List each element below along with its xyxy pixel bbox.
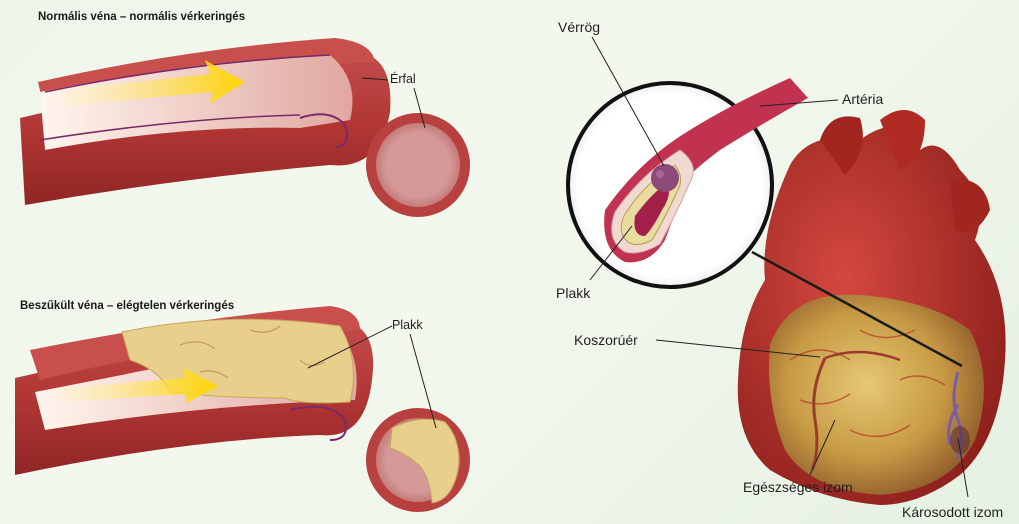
heart-muscle [769, 295, 984, 495]
narrowed-vein [15, 306, 470, 512]
artery-label: Artéria [842, 92, 883, 106]
wall-label: Érfal [390, 73, 416, 86]
clot-label: Vérrög [558, 20, 600, 34]
healthy-muscle-label: Egészséges izom [743, 480, 853, 494]
normal-vein-title: Normális véna – normális vérkeringés [38, 12, 245, 24]
narrowed-vein-title: Beszűkült véna – elégtelen vérkeringés [20, 301, 234, 313]
left-plaque-label: Plakk [392, 319, 423, 332]
normal-vein [20, 38, 470, 217]
damaged-muscle-label: Károsodott izom [902, 505, 1003, 519]
right-plaque-label: Plakk [556, 286, 590, 300]
heart [738, 110, 1006, 505]
coronary-label: Koszorúér [574, 333, 638, 347]
normal-cross-section [376, 123, 460, 207]
blood-clot [651, 164, 679, 192]
